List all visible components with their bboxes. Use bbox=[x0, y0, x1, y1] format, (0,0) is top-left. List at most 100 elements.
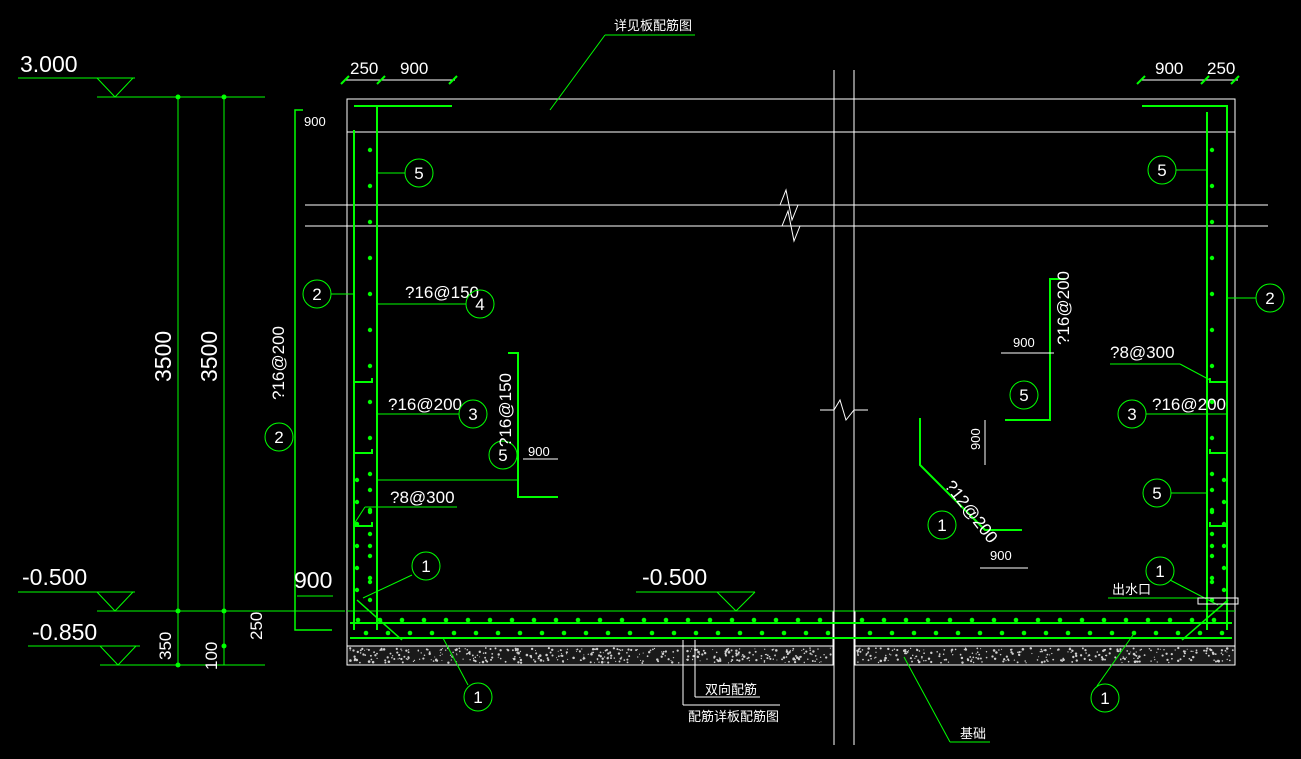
gravel-dot bbox=[672, 651, 675, 653]
gravel-dot bbox=[458, 650, 461, 653]
gravel-dot bbox=[724, 650, 726, 652]
gravel-dot bbox=[1101, 658, 1104, 661]
gravel-dot bbox=[1195, 651, 1198, 654]
gravel-dot bbox=[1049, 647, 1052, 650]
gravel-dot bbox=[961, 661, 964, 664]
marker-2-c bbox=[264, 422, 294, 452]
gravel-dot bbox=[1100, 656, 1104, 659]
dim-tick bbox=[221, 608, 227, 614]
rebar-dot bbox=[1087, 630, 1093, 636]
gravel-dot bbox=[975, 656, 977, 659]
gravel-dot bbox=[664, 655, 666, 657]
gravel-dot bbox=[785, 649, 788, 651]
gravel-dot bbox=[623, 659, 626, 661]
gravel-dot bbox=[752, 653, 754, 656]
gravel-dot bbox=[768, 655, 771, 658]
elevation-floor: -0.500 bbox=[22, 564, 87, 590]
rebar-dot bbox=[1211, 617, 1217, 623]
gravel-dot bbox=[943, 659, 946, 661]
gravel-dot bbox=[599, 651, 602, 654]
gravel-dot bbox=[559, 649, 562, 652]
tick bbox=[340, 75, 350, 85]
slab-dots bbox=[355, 617, 1225, 636]
gravel-dot bbox=[561, 654, 564, 658]
gravel-dot bbox=[781, 658, 784, 661]
dim-top-left-900: 900 bbox=[400, 59, 428, 78]
gravel-dot bbox=[1136, 660, 1139, 663]
gravel-dot bbox=[695, 649, 697, 651]
dim-tick bbox=[175, 662, 181, 668]
gravel-dot bbox=[530, 647, 534, 651]
left-labels: 5 2 ?16@150 4 ?16@200 3 ?8@300 5 ?16@150… bbox=[302, 158, 558, 712]
gravel-dot bbox=[738, 648, 741, 650]
gravel-dot bbox=[1168, 661, 1170, 664]
gravel-dot bbox=[691, 658, 694, 661]
gravel-dot bbox=[1150, 649, 1152, 652]
leader bbox=[442, 637, 469, 686]
marker-3-a bbox=[458, 399, 488, 429]
marker-5-a-num: 5 bbox=[414, 164, 423, 183]
gravel-dot bbox=[1017, 651, 1019, 654]
gravel-dot bbox=[741, 655, 743, 657]
gravel-dot bbox=[977, 657, 980, 660]
gravel-dot bbox=[484, 652, 487, 654]
gravel-dot bbox=[765, 653, 768, 656]
rebar-dot bbox=[977, 630, 983, 636]
rebar-dot bbox=[781, 630, 787, 636]
gravel-dot bbox=[895, 654, 898, 657]
gravel-dot bbox=[971, 658, 973, 660]
gravel-dot bbox=[607, 661, 610, 664]
rebar-dot bbox=[1209, 183, 1215, 189]
gravel-dot bbox=[481, 660, 485, 664]
gravel-dot bbox=[1220, 649, 1224, 652]
gravel-dot bbox=[618, 649, 620, 651]
rebar-dot bbox=[1197, 630, 1203, 636]
rebar-dot bbox=[354, 499, 360, 505]
rebar-dot bbox=[1221, 477, 1227, 483]
gravel-dot bbox=[1045, 656, 1047, 658]
rebar-dot bbox=[1153, 630, 1159, 636]
gravel-dot bbox=[741, 653, 744, 656]
rebar-dot bbox=[1209, 531, 1215, 537]
gravel-dot bbox=[803, 661, 805, 664]
rebar-dot bbox=[443, 617, 449, 623]
rebar-dot bbox=[685, 617, 691, 623]
gravel-dot bbox=[478, 650, 482, 654]
gravel-dot bbox=[472, 657, 475, 659]
gravel-dot bbox=[671, 661, 674, 664]
rebar-dot bbox=[663, 617, 669, 623]
gravel-dot bbox=[698, 652, 700, 654]
gravel-dot bbox=[657, 660, 660, 663]
rebar-dot bbox=[597, 617, 603, 623]
rebar-dot bbox=[407, 630, 413, 636]
gravel-dot bbox=[1174, 649, 1176, 651]
gravel-dot bbox=[561, 660, 565, 663]
gravel-dot bbox=[604, 661, 606, 663]
gravel-dot bbox=[456, 654, 458, 656]
gravel-dot bbox=[802, 648, 805, 651]
gravel-dot bbox=[809, 647, 811, 649]
gravel-dot bbox=[803, 652, 806, 655]
gravel-dot bbox=[906, 650, 909, 653]
rebar-dot bbox=[561, 630, 567, 636]
gravel-dot bbox=[1132, 652, 1136, 656]
gravel-dot bbox=[920, 656, 923, 658]
marker-1-c bbox=[927, 510, 957, 540]
gravel-dot bbox=[530, 656, 533, 659]
dim-tick bbox=[221, 643, 227, 649]
rebar-dot bbox=[605, 630, 611, 636]
gravel-dot bbox=[572, 656, 575, 660]
gravel-dot bbox=[795, 657, 797, 659]
gravel-dot bbox=[582, 657, 585, 660]
gravel-dot bbox=[698, 653, 701, 655]
gravel-dot bbox=[703, 651, 707, 655]
rebar-dot bbox=[925, 617, 931, 623]
rebar-dot bbox=[429, 630, 435, 636]
marker-2-b bbox=[1255, 283, 1285, 313]
gravel-dot bbox=[1190, 650, 1192, 652]
gravel-dot bbox=[1231, 649, 1234, 652]
gravel-dot bbox=[1059, 659, 1063, 662]
gravel-dot bbox=[367, 660, 371, 663]
gravel-dot bbox=[456, 661, 458, 663]
gravel-dot bbox=[1214, 653, 1217, 655]
